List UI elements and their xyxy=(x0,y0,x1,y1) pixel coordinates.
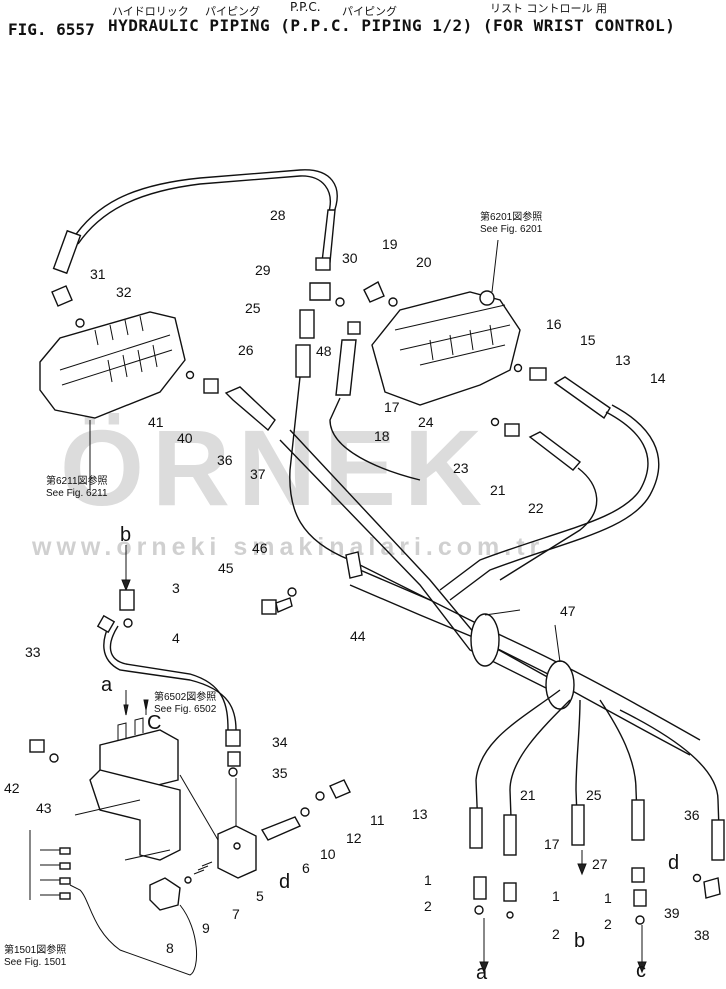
note-fig-6211-jp: 第6211図参照 xyxy=(46,476,108,487)
label-35: 35 xyxy=(272,765,288,781)
label-11: 11 xyxy=(370,812,385,828)
label-39: 39 xyxy=(664,905,680,921)
japanese-piping: パイピング xyxy=(205,5,260,18)
label-46: 46 xyxy=(252,540,268,556)
label-18: 18 xyxy=(374,428,390,444)
note-fig-6502-en: See Fig. 6502 xyxy=(154,704,217,715)
label-42: 42 xyxy=(4,780,20,796)
label-5: 5 xyxy=(256,888,264,904)
label-15: 15 xyxy=(580,332,596,348)
label-31: 31 xyxy=(90,266,106,282)
label-20: 20 xyxy=(416,254,432,270)
label-10: 10 xyxy=(320,846,336,862)
label-b: b xyxy=(120,524,132,546)
japanese-hydraulic: ハイドロリック xyxy=(112,5,189,18)
label-12: 12 xyxy=(346,830,362,846)
label-2-a: 2 xyxy=(424,898,432,914)
label-38: 38 xyxy=(694,927,710,943)
note-fig-6201: 第6201図参照 See Fig. 6201 xyxy=(480,212,542,236)
label-25-lower: 25 xyxy=(586,787,602,803)
label-30: 30 xyxy=(342,250,358,266)
right-control-valve xyxy=(371,291,521,406)
label-b-lower: b xyxy=(574,930,586,952)
note-fig-6201-en: See Fig. 6201 xyxy=(480,224,543,235)
left-control-valve xyxy=(39,311,186,419)
label-d-lower: d xyxy=(668,852,680,874)
label-d: d xyxy=(279,871,291,893)
label-1-c: 1 xyxy=(604,890,612,906)
label-36: 36 xyxy=(217,452,233,468)
label-48: 48 xyxy=(316,343,332,359)
label-19: 19 xyxy=(382,236,398,252)
label-7: 7 xyxy=(232,906,240,922)
label-6: 6 xyxy=(302,860,310,876)
label-45: 45 xyxy=(218,560,234,576)
label-14: 14 xyxy=(650,370,666,386)
label-25: 25 xyxy=(245,300,261,316)
label-28: 28 xyxy=(270,207,286,223)
figure-number: FIG. 6557 xyxy=(8,20,95,39)
label-a-lower: a xyxy=(476,962,488,984)
label-2-c: 2 xyxy=(604,916,612,932)
main-pipe-bundle xyxy=(289,429,561,681)
label-1-b: 1 xyxy=(552,888,560,904)
note-fig-6201-jp: 第6201図参照 xyxy=(480,212,543,223)
label-23: 23 xyxy=(453,460,469,476)
label-13-lower: 13 xyxy=(412,806,428,822)
note-fig-1501: 第1501図参照 See Fig. 1501 xyxy=(4,945,66,969)
label-41: 41 xyxy=(148,414,164,430)
label-33: 33 xyxy=(25,644,41,660)
label-C: C xyxy=(147,712,162,734)
label-c-lower: c xyxy=(636,960,646,982)
label-32: 32 xyxy=(116,284,132,300)
label-37: 37 xyxy=(250,466,266,482)
label-17-lower: 17 xyxy=(544,836,560,852)
label-43: 43 xyxy=(36,800,52,816)
label-1-a: 1 xyxy=(424,872,432,888)
label-4: 4 xyxy=(172,630,180,646)
label-44: 44 xyxy=(350,628,366,644)
note-fig-6502-jp: 第6502図参照 xyxy=(154,692,217,703)
upper-hose xyxy=(71,169,338,241)
label-17: 17 xyxy=(384,399,400,415)
japanese-wrist-control: リスト コントロール 用 xyxy=(490,2,607,15)
note-fig-6211-en: See Fig. 6211 xyxy=(46,488,108,499)
label-36-lower: 36 xyxy=(684,807,700,823)
label-8: 8 xyxy=(166,940,174,956)
label-27: 27 xyxy=(592,856,608,872)
label-29: 29 xyxy=(255,262,271,278)
label-a: a xyxy=(101,674,113,696)
figure-title: HYDRAULIC PIPING (P.P.C. PIPING 1/2) (FO… xyxy=(108,16,676,35)
label-9: 9 xyxy=(202,920,210,936)
label-40: 40 xyxy=(177,430,193,446)
note-fig-6211: 第6211図参照 See Fig. 6211 xyxy=(46,476,108,500)
label-13: 13 xyxy=(615,352,631,368)
japanese-ppc-piping: パイピング xyxy=(342,5,397,18)
label-34: 34 xyxy=(272,734,288,750)
label-24: 24 xyxy=(418,414,434,430)
label-21: 21 xyxy=(490,482,506,498)
label-21-lower: 21 xyxy=(520,787,536,803)
label-22: 22 xyxy=(528,500,544,516)
label-3: 3 xyxy=(172,580,180,596)
label-47: 47 xyxy=(560,603,576,619)
label-2-b: 2 xyxy=(552,926,560,942)
note-fig-1501-en: See Fig. 1501 xyxy=(4,957,67,968)
note-fig-6502: 第6502図参照 See Fig. 6502 xyxy=(154,692,216,716)
note-fig-1501-jp: 第1501図参照 xyxy=(4,945,67,956)
label-16: 16 xyxy=(546,316,562,332)
label-26: 26 xyxy=(238,342,254,358)
ppc-label: P.P.C. xyxy=(290,0,321,14)
